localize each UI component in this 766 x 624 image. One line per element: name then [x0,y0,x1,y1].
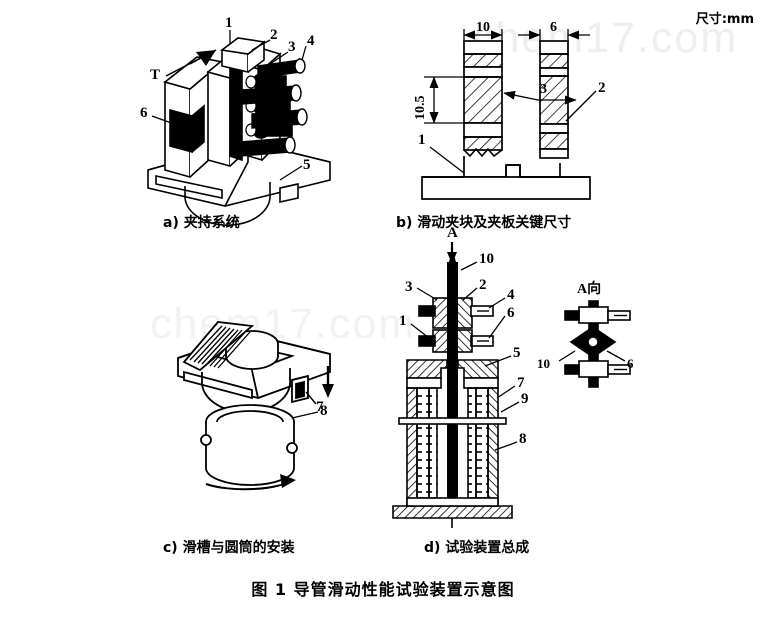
panel-c-callout-7: 7 [316,399,324,415]
panel-d-callout-9: 9 [521,391,529,407]
panel-c-slide-cylinder-install: 7 8 [140,280,360,500]
panel-a-callout-2: 2 [270,27,278,43]
panel-d-callout-6: 6 [507,305,515,321]
panel-b-callout-2: 2 [598,80,606,96]
panel-d-callout-5: 5 [513,345,521,361]
panel-c-rotation-arrow [205,474,296,491]
panel-d-test-assembly: A 10 3 2 4 6 1 5 7 9 8 [385,226,585,530]
panel-a-callout-3: 3 [288,39,296,55]
panel-a-callout-6: 6 [140,105,148,121]
panel-a-t-arrow [165,49,217,77]
view-a-title: A向 [577,282,602,297]
panel-d-callout-10: 10 [479,251,494,267]
view-a-drawing [558,300,631,388]
panel-c-callout-8: 8 [320,403,328,419]
panel-b-dimension-6: 6 [550,20,557,35]
panel-d-view-arrow-a [447,242,457,264]
panel-a-annotation-t: T [150,67,161,83]
panel-d-callout-4: 4 [507,287,515,303]
panel-d-caption: d) 试验装置总成 [424,540,530,556]
panel-d-view-a: A向 10 [535,282,655,395]
panel-c-down-arrow [322,366,334,398]
panel-a-caption: a) 夹持系统 [163,215,240,231]
view-a-callout-10: 10 [537,356,550,371]
panel-b-dimension-10: 10 [476,20,490,35]
panel-b-key-dimensions: 10 6 10.5 3 1 2 [400,21,620,205]
panel-a-clamping-system: 1 2 3 4 5 6 T [130,16,340,226]
panel-b-drawing [421,29,597,200]
panel-d-callout-7: 7 [517,375,525,391]
watermark-text: chem17.com [472,14,739,62]
panel-c-caption: c) 滑槽与圆筒的安装 [163,540,295,556]
figure-title: 图 1 导管滑动性能试验装置示意图 [251,580,515,599]
panel-d-callout-3: 3 [405,279,413,295]
panel-d-callout-8: 8 [519,431,527,447]
panel-b-dimension-3: 3 [540,82,547,97]
panel-a-callout-5: 5 [303,157,311,173]
panel-d-view-arrow-label-a: A [447,225,458,241]
panel-b-caption: b) 滑动夹块及夹板关键尺寸 [396,215,572,231]
view-a-callout-6: 6 [627,356,634,371]
unit-note: 尺寸:mm [695,12,754,27]
panel-c-drawing [177,321,334,491]
panel-a-callout-1: 1 [225,15,233,31]
panel-b-dimension-10-5: 10.5 [413,95,428,121]
panel-b-callout-1: 1 [418,132,426,148]
watermark-text-secondary: chem17.com [150,300,417,348]
panel-a-callout-4: 4 [307,33,315,49]
panel-d-callout-1: 1 [399,313,407,329]
panel-d-drawing [392,242,520,528]
panel-a-drawing [147,30,331,226]
panel-d-callout-2: 2 [479,277,487,293]
